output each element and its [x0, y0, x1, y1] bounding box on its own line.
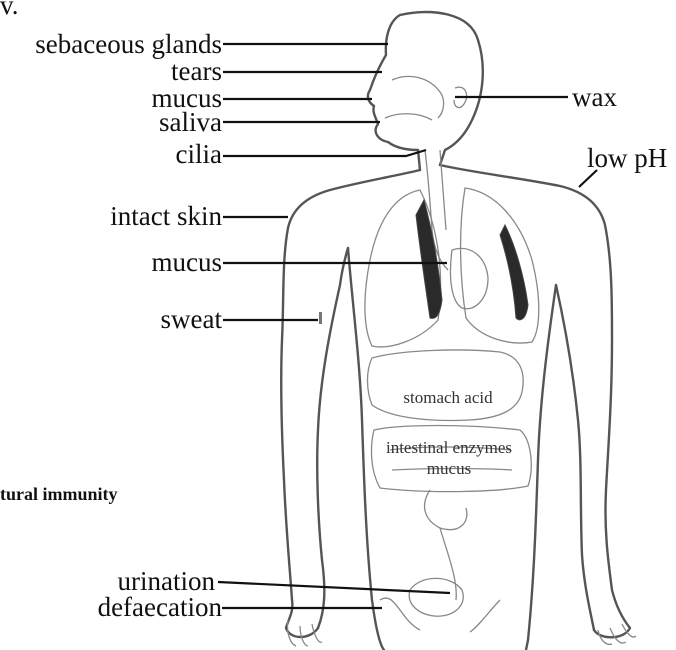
left-shoulder-arm	[281, 170, 420, 637]
label-defaecation: defaecation	[98, 592, 223, 622]
left-inner-arm	[317, 248, 348, 628]
torso-right-side	[526, 285, 556, 650]
leader-urination	[218, 582, 450, 593]
corner-fragment-text: v.	[0, 0, 19, 20]
nasal-cavity	[392, 76, 444, 118]
stomach	[368, 350, 524, 420]
sweat-gland-mark	[319, 312, 322, 324]
label-cilia: cilia	[176, 139, 222, 169]
label-wax: wax	[572, 82, 617, 112]
label-sebaceous-glands: sebaceous glands	[35, 29, 222, 59]
right-inner-arm	[556, 285, 594, 630]
colon-rectum	[425, 490, 467, 600]
label-saliva: saliva	[159, 107, 222, 137]
right-lung	[461, 188, 539, 343]
heart	[450, 248, 488, 308]
leader-lines	[218, 44, 597, 608]
pelvis	[380, 598, 500, 632]
bladder	[409, 578, 463, 616]
label-mucus-lungs: mucus	[152, 247, 223, 277]
label-intact-skin: intact skin	[110, 201, 222, 231]
label-sweat: sweat	[161, 304, 223, 334]
caption-fragment: tural immunity	[0, 484, 118, 504]
label-stomach-acid: stomach acid	[403, 388, 493, 407]
label-intestinal-enzymes: intestinal enzymes	[386, 438, 512, 457]
left-hand	[287, 620, 322, 646]
oral-cavity	[385, 114, 432, 120]
label-low-ph: low pH	[587, 143, 667, 173]
leader-cilia	[223, 150, 426, 156]
left-lung-dark	[416, 200, 442, 318]
label-tears: tears	[171, 56, 222, 86]
label-mucus-intestine: mucus	[427, 459, 471, 478]
